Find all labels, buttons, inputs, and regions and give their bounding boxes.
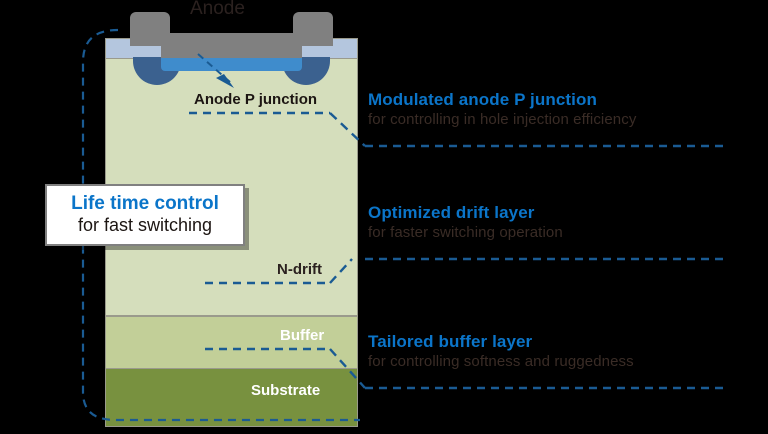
annotation-heading: Optimized drift layer	[368, 203, 535, 222]
annotation-heading: Modulated anode P junction	[368, 90, 597, 109]
callout-subtitle: for fast switching	[77, 215, 213, 236]
anode-tab-fill-right	[287, 34, 333, 46]
annotation-subtitle: for controlling softness and ruggedness	[368, 353, 634, 370]
anode-tab-fill-left	[130, 34, 176, 46]
annotation-tailored-buffer-layer: Tailored buffer layer for controlling so…	[368, 332, 634, 370]
anode-title: Anode	[190, 0, 245, 19]
life-time-control-callout: Life time control for fast switching	[45, 184, 245, 246]
anode-metal-electrode	[161, 33, 302, 58]
annotation-subtitle: for controlling in hole injection effici…	[368, 111, 637, 128]
annotation-subtitle: for faster switching operation	[368, 224, 563, 241]
label-buffer: Buffer	[280, 327, 325, 344]
label-substrate: Substrate	[251, 382, 321, 399]
label-anode-p-junction: Anode P junction	[194, 91, 318, 108]
anode-p-junction-region	[161, 57, 302, 71]
annotation-optimized-drift-layer: Optimized drift layer for faster switchi…	[368, 203, 563, 241]
annotation-modulated-anode-p-junction: Modulated anode P junction for controlli…	[368, 90, 636, 128]
callout-heading: Life time control	[71, 193, 219, 215]
annotation-heading: Tailored buffer layer	[368, 332, 533, 351]
anode-p-junction-arrow	[197, 53, 234, 88]
layer-buffer	[105, 316, 358, 369]
layer-substrate	[105, 369, 358, 427]
layer-n-drift	[105, 38, 358, 316]
label-n-drift: N-drift	[277, 261, 322, 278]
